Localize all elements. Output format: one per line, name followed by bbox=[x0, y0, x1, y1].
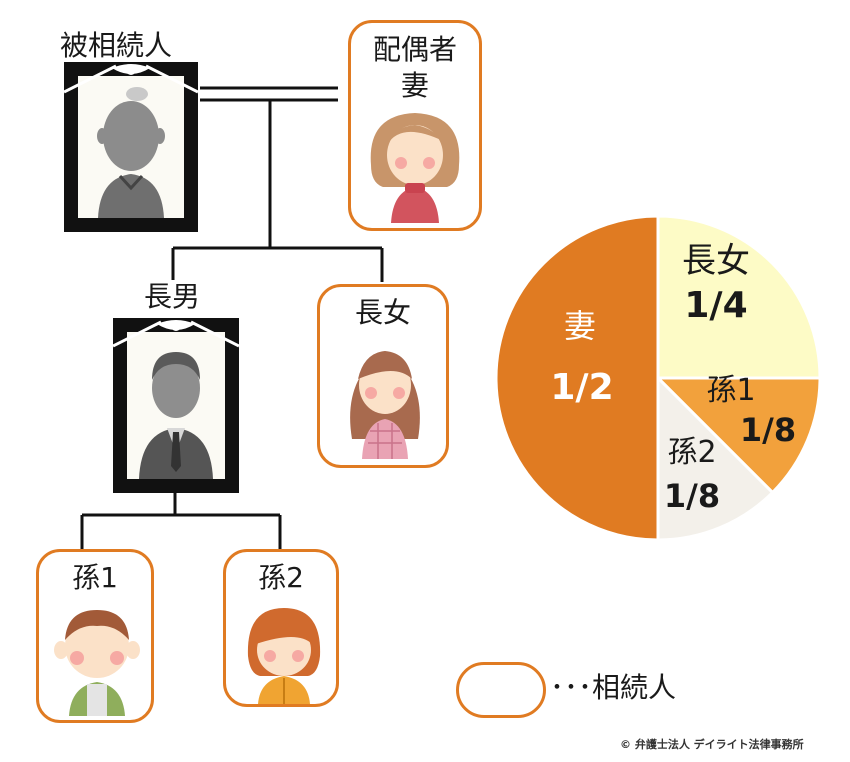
mourning-ribbon-icon bbox=[64, 64, 198, 94]
grandchild2-label: 孫2 bbox=[258, 561, 304, 594]
spouse-card: 配偶者 妻 bbox=[348, 20, 482, 231]
deceased-portrait-frame bbox=[64, 62, 198, 232]
grandchild1-card: 孫1 bbox=[36, 549, 154, 723]
pie-label-wife-share: 1/2 bbox=[550, 367, 614, 408]
deceased-portrait-icon bbox=[97, 87, 165, 218]
eldest-daughter-card: 長女 bbox=[317, 284, 449, 468]
girl-avatar-icon bbox=[350, 351, 420, 459]
pie-label-grandchild2-name: 孫2 bbox=[667, 435, 717, 470]
eldest-son-label: 長男 bbox=[144, 280, 201, 313]
spouse-label-line2: 妻 bbox=[400, 69, 429, 102]
grandchild2-card: 孫2 bbox=[223, 549, 339, 707]
pie-label-daughter-name: 長女 bbox=[682, 241, 750, 281]
pie-slice-grandchild2 bbox=[656, 374, 775, 542]
child-avatar-icon bbox=[247, 608, 321, 704]
eldest-daughter-label: 長女 bbox=[354, 296, 411, 329]
boy-avatar-icon bbox=[54, 610, 140, 716]
copyright-text: © 弁護士法人 デイライト法律事務所 bbox=[620, 738, 804, 751]
eldest-son-portrait-frame bbox=[113, 318, 239, 493]
mourning-ribbon-icon bbox=[113, 320, 239, 348]
pie-label-grandchild1-share: 1/8 bbox=[739, 411, 797, 449]
legend-heir-text: ･･･相続人 bbox=[550, 671, 677, 704]
legend-heir-swatch bbox=[456, 662, 546, 718]
pie-label-grandchild1-name: 孫1 bbox=[706, 373, 756, 408]
pie-label-grandchild2-share: 1/8 bbox=[663, 477, 721, 515]
pie-label-wife-name: 妻 bbox=[563, 307, 596, 345]
pie-slice-wife bbox=[494, 214, 660, 542]
grandchild1-label: 孫1 bbox=[72, 561, 118, 594]
eldest-son-portrait-icon bbox=[139, 352, 213, 479]
inheritance-share-pie-chart bbox=[494, 214, 822, 542]
pie-label-daughter-share: 1/4 bbox=[684, 285, 748, 326]
deceased-label: 被相続人 bbox=[60, 29, 173, 62]
spouse-label-line1: 配偶者 bbox=[372, 33, 457, 66]
woman-avatar-icon bbox=[370, 113, 460, 223]
pie-slice-eldest-daughter bbox=[656, 214, 822, 380]
pie-slice-grandchild1 bbox=[654, 376, 822, 495]
